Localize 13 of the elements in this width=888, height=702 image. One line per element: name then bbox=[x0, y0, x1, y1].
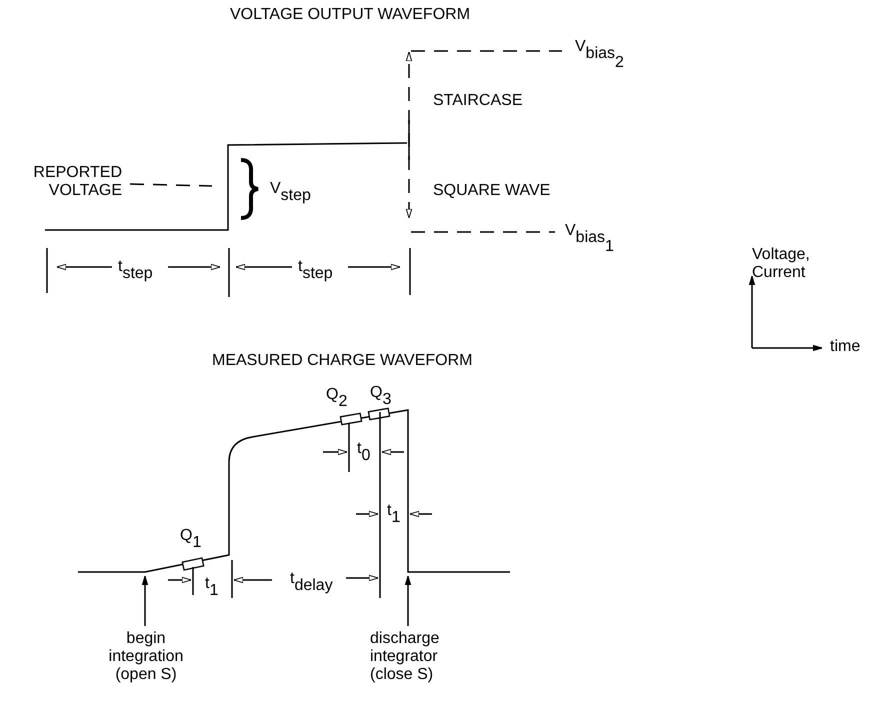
waveform-label: STAIRCASE bbox=[433, 92, 522, 110]
axis-label: Voltage, Current bbox=[752, 246, 811, 282]
callout-text: begin integration (open S) bbox=[96, 630, 196, 684]
axis-label: time bbox=[830, 338, 860, 356]
heading: MEASURED CHARGE WAVEFORM bbox=[212, 352, 472, 370]
callout-text: REPORTED VOLTAGE bbox=[12, 164, 122, 200]
waveform-label: SQUARE WAVE bbox=[433, 182, 550, 200]
leader-arrow bbox=[404, 576, 412, 626]
leader-line bbox=[130, 183, 212, 187]
heading: VOLTAGE OUTPUT WAVEFORM bbox=[230, 6, 470, 24]
leader-arrow bbox=[142, 576, 148, 626]
callout-text: discharge integrator (close S) bbox=[370, 630, 460, 684]
charge-waveform-drawing bbox=[78, 408, 510, 573]
